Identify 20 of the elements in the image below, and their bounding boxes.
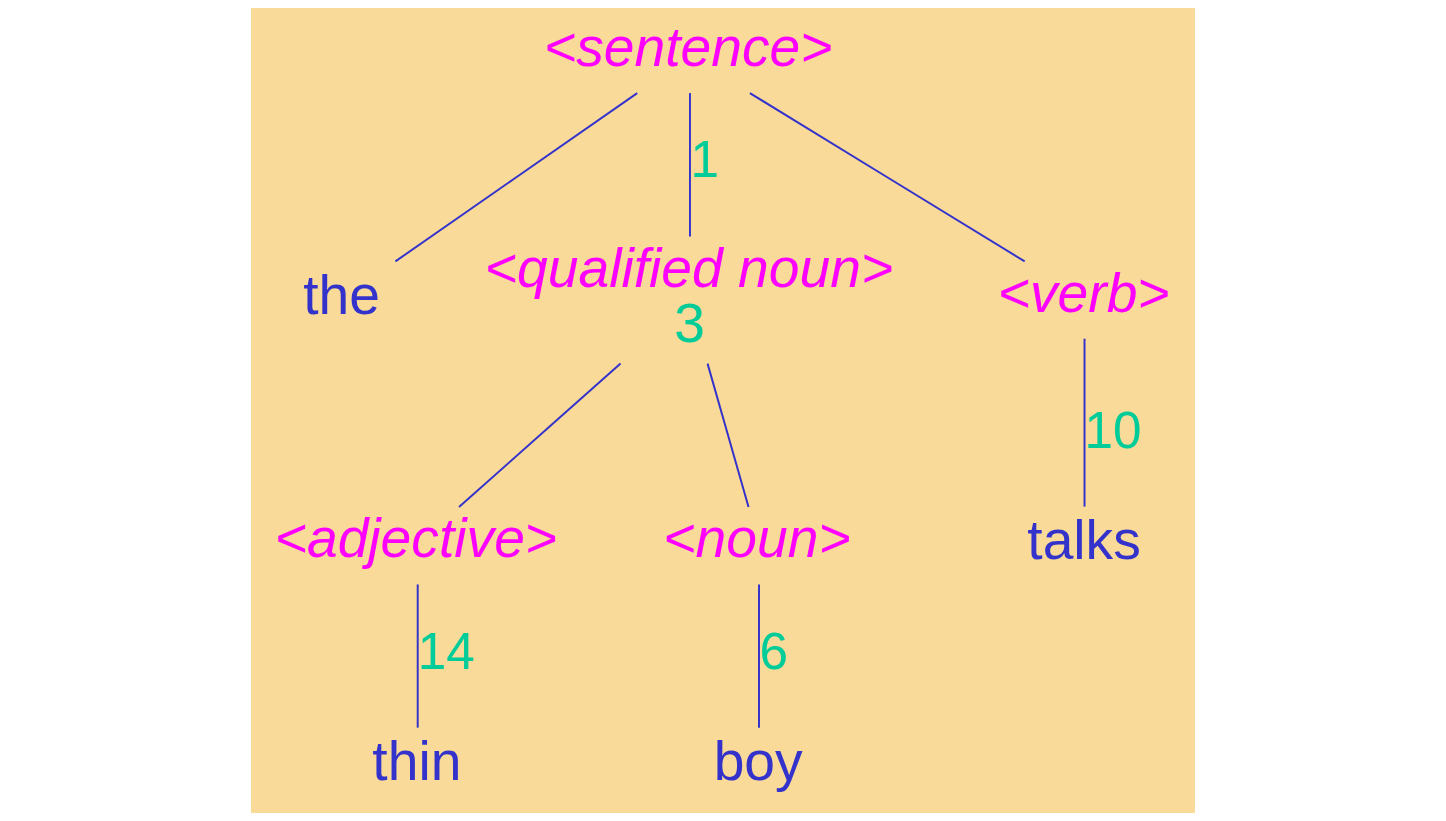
node-text: <adjective> [274,507,558,570]
node-text: the [303,263,381,326]
connector [706,362,750,508]
connector [458,362,622,508]
connector [394,92,639,263]
node-text: boy [713,730,803,793]
connector [416,583,419,729]
edge-label: 1 [690,131,720,189]
node-text: <noun> [663,507,851,570]
edge-label: 10 [1084,401,1142,459]
connector [758,583,760,729]
edge-label: 6 [759,622,789,680]
edge-label: 14 [417,622,475,680]
node-text: thin [372,730,462,793]
connector [748,92,1026,263]
node-text: <sentence> [543,16,833,79]
connector [688,92,691,238]
connector [1083,337,1086,508]
node-text: <verb> [997,261,1170,324]
node-text: talks [1027,509,1141,572]
